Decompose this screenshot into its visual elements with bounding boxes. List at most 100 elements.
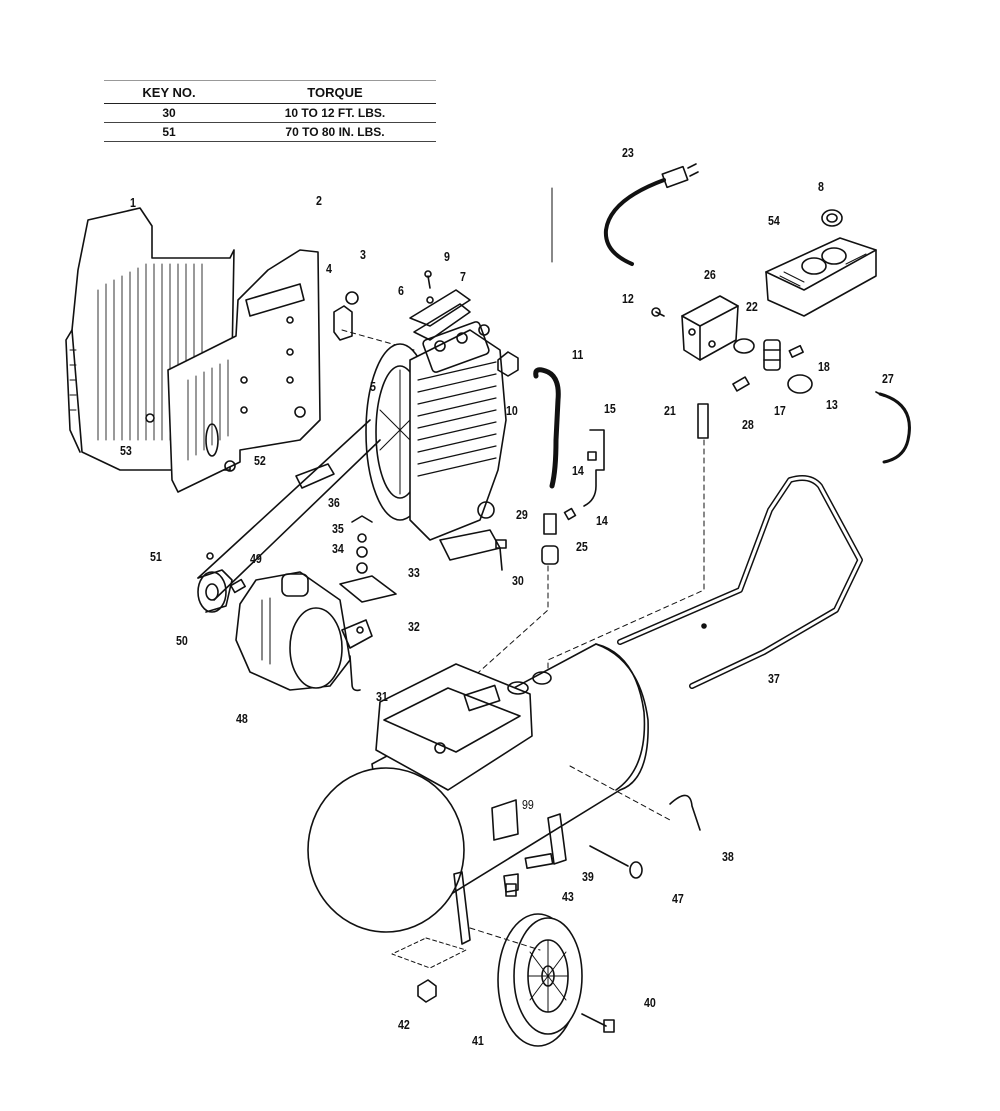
callout-23: 23 — [622, 145, 634, 160]
drain-valve-43 — [505, 883, 517, 897]
air-tank — [307, 643, 649, 945]
label-99 — [491, 799, 519, 841]
callout-43: 43 — [562, 889, 574, 904]
outlet-tube-15 — [583, 429, 605, 507]
clamp-22 — [733, 338, 755, 354]
callout-51: 51 — [150, 549, 162, 564]
tube-11 — [533, 367, 561, 489]
screw-12 — [651, 307, 665, 317]
callout-29: 29 — [516, 507, 528, 522]
table-row: 51 70 TO 80 IN. LBS. — [104, 123, 436, 142]
callout-28: 28 — [742, 417, 754, 432]
callout-26: 26 — [704, 267, 716, 282]
callout-8: 8 — [818, 179, 824, 194]
hook-38 — [669, 794, 701, 831]
callout-99: 99 — [522, 797, 534, 812]
callout-25: 25 — [576, 539, 588, 554]
power-cord-23 — [603, 163, 699, 266]
bracket-4 — [333, 305, 353, 341]
callout-21: 21 — [664, 403, 676, 418]
torque-header: TORQUE — [307, 84, 363, 100]
callout-34: 34 — [332, 541, 344, 556]
cover-54 — [765, 237, 877, 317]
pulley-50 — [197, 569, 233, 613]
callout-50: 50 — [176, 633, 188, 648]
torque-cell: 70 TO 80 IN. LBS. — [285, 125, 385, 139]
compressor-pump — [365, 321, 507, 561]
callout-31: 31 — [376, 689, 388, 704]
callout-38: 38 — [722, 849, 734, 864]
belt-guard-inner — [167, 249, 321, 493]
callout-41: 41 — [472, 1033, 484, 1048]
callout-1: 1 — [130, 195, 136, 210]
elbow-29 — [541, 513, 559, 565]
callout-40: 40 — [644, 995, 656, 1010]
hook-31 — [349, 655, 361, 692]
screw-53 — [145, 413, 155, 423]
callout-7: 7 — [460, 269, 466, 284]
callout-2: 2 — [316, 193, 322, 208]
motor-48 — [235, 571, 373, 691]
key-no-cell: 30 — [162, 106, 176, 120]
callout-30: 30 — [512, 573, 524, 588]
callout-54: 54 — [768, 213, 780, 228]
set-screw-51 — [206, 552, 214, 560]
callout-17: 17 — [774, 403, 786, 418]
callout-5: 5 — [370, 379, 376, 394]
callout-32: 32 — [408, 619, 420, 634]
callout-53: 53 — [120, 443, 132, 458]
torque-cell: 10 TO 12 FT. LBS. — [284, 106, 386, 120]
nipple-28 — [732, 376, 750, 392]
callout-39: 39 — [582, 869, 594, 884]
fitting-14b — [563, 507, 577, 521]
washers-33-36 — [351, 515, 373, 574]
wheel-41 — [497, 913, 583, 1047]
pressure-switch-26 — [681, 295, 739, 361]
callout-6: 6 — [398, 283, 404, 298]
callout-13: 13 — [826, 397, 838, 412]
nut-3 — [345, 291, 359, 305]
callout-47: 47 — [672, 891, 684, 906]
callout-48: 48 — [236, 711, 248, 726]
nut-10 — [497, 351, 519, 377]
wire-27 — [875, 391, 911, 464]
callout-22: 22 — [746, 299, 758, 314]
axle-bolt-40 — [581, 1013, 615, 1033]
callout-49: 49 — [250, 551, 262, 566]
table-row: 30 10 TO 12 FT. LBS. — [104, 104, 436, 123]
callout-14b: 14 — [596, 513, 608, 528]
nut-8 — [821, 209, 843, 227]
gauge-13 — [787, 374, 813, 394]
torque-table-header: KEY NO. TORQUE — [104, 80, 436, 104]
callout-12: 12 — [622, 291, 634, 306]
callout-33: 33 — [408, 565, 420, 580]
torque-table: KEY NO. TORQUE 30 10 TO 12 FT. LBS. 51 7… — [104, 80, 436, 142]
key-49 — [230, 578, 246, 594]
screw-9 — [424, 270, 432, 289]
callout-14a: 14 — [572, 463, 584, 478]
callout-3: 3 — [360, 247, 366, 262]
callout-52: 52 — [254, 453, 266, 468]
callout-27: 27 — [882, 371, 894, 386]
gasket-6-7 — [409, 289, 471, 341]
callout-4: 4 — [326, 261, 332, 276]
callout-18: 18 — [818, 359, 830, 374]
callout-37: 37 — [768, 671, 780, 686]
bolt-30 — [495, 539, 507, 571]
tube-21 — [697, 403, 709, 439]
fitting-18 — [788, 344, 804, 358]
handle-37 — [617, 475, 863, 689]
callout-42: 42 — [398, 1017, 410, 1032]
key-no-cell: 51 — [162, 125, 176, 139]
key-no-header: KEY NO. — [142, 84, 196, 100]
callout-35: 35 — [332, 521, 344, 536]
callout-36: 36 — [328, 495, 340, 510]
callout-9: 9 — [444, 249, 450, 264]
belt — [197, 419, 381, 601]
callout-15: 15 — [604, 401, 616, 416]
bolt-47 — [589, 845, 643, 879]
nut-42 — [417, 979, 437, 1003]
fitting-14a — [587, 451, 597, 461]
plate-32 — [339, 575, 397, 603]
